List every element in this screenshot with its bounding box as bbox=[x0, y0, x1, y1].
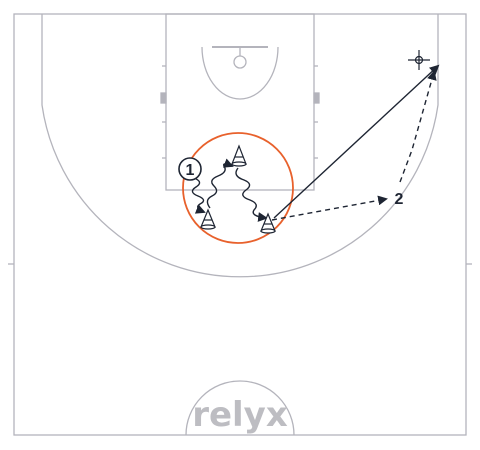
player-2-label: 2 bbox=[395, 191, 404, 208]
court-lines bbox=[8, 13, 472, 436]
pass-line bbox=[273, 64, 440, 219]
court-boundary bbox=[13, 13, 467, 436]
center-circle-arc bbox=[185, 380, 295, 436]
lane-block-right bbox=[313, 92, 320, 104]
actions bbox=[191, 64, 440, 222]
watermark-text: relyx bbox=[192, 395, 288, 435]
three-point-line bbox=[41, 14, 439, 278]
lane-block-left bbox=[160, 92, 167, 104]
highlight-circle bbox=[182, 132, 294, 244]
cut-path-2-to-corner bbox=[399, 70, 437, 183]
target-crosshair-icon bbox=[408, 50, 430, 70]
player-1-label: 1 bbox=[186, 162, 195, 179]
player-2: 2 bbox=[395, 191, 404, 208]
player-1: 1 bbox=[178, 157, 202, 181]
cut-path-to-2 bbox=[271, 195, 388, 221]
dribble-path-3 bbox=[235, 167, 268, 222]
restricted-area bbox=[201, 46, 279, 100]
player-circle-icon bbox=[178, 157, 202, 181]
dribble-path-2 bbox=[206, 158, 234, 209]
cone-icon bbox=[231, 144, 247, 167]
cone-icon bbox=[200, 208, 216, 230]
rim bbox=[233, 55, 247, 69]
cones bbox=[200, 144, 276, 234]
cone-icon bbox=[260, 212, 276, 234]
dribble-path-1 bbox=[191, 177, 206, 214]
